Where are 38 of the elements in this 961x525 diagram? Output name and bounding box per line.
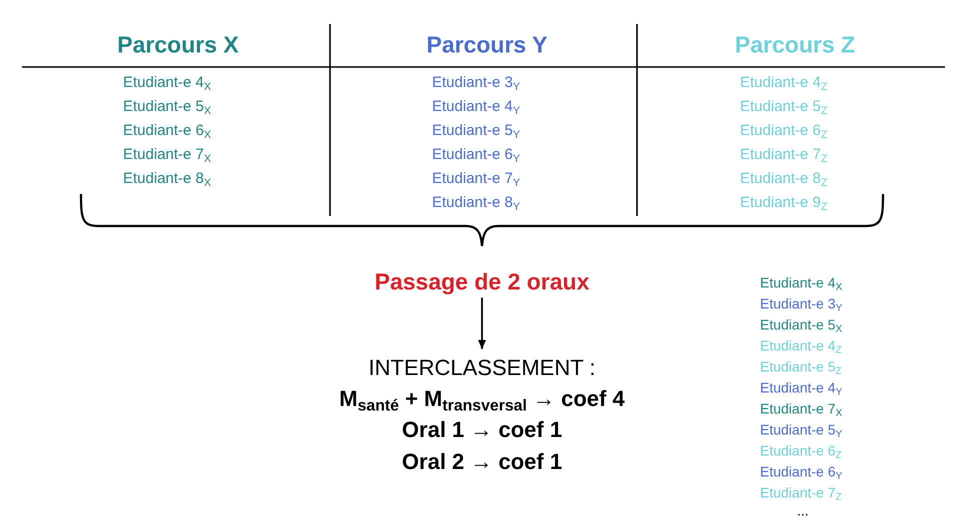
student-entry: Etudiant-e 6$_{Y}$ <box>432 146 520 164</box>
student-entry: Etudiant-e 8$_{X}$ <box>123 170 212 188</box>
student-entry: Etudiant-e 6$_{X}$ <box>123 122 212 140</box>
student-entry: Etudiant-e 6$_{Z}$ <box>740 122 828 140</box>
student-entry: Etudiant-e 5$_{X}$ <box>123 98 212 116</box>
ellipsis: ... <box>797 503 809 519</box>
student-entry: Etudiant-e 4$_{Z}$ <box>740 74 828 92</box>
ranked-student-entry: Etudiant-e 3$_{Y}$ <box>760 296 842 312</box>
student-entry: Etudiant-e 3$_{Y}$ <box>432 74 520 92</box>
ranked-student-entry: Etudiant-e 4$_{Z}$ <box>760 338 842 354</box>
formula-line: Oral 1 → coef 1 <box>402 416 562 444</box>
student-entry: Etudiant-e 8$_{Y}$ <box>432 194 520 212</box>
student-entry: Etudiant-e 5$_{Y}$ <box>432 122 520 140</box>
column-heading: Parcours Z <box>734 32 856 58</box>
student-entry: Etudiant-e 7$_{Z}$ <box>740 146 828 164</box>
student-entry: Etudiant-e 4$_{X}$ <box>123 74 212 92</box>
ranked-student-entry: Etudiant-e 6$_{Z}$ <box>760 443 842 459</box>
student-entry: Etudiant-e 5$_{Z}$ <box>740 98 828 116</box>
ranked-student-entry: Etudiant-e 7$_{X}$ <box>760 401 842 417</box>
ranked-student-entry: Etudiant-e 5$_{Z}$ <box>760 359 842 375</box>
ranked-student-entry: Etudiant-e 4$_{Y}$ <box>760 380 842 396</box>
ranked-student-entry: Etudiant-e 5$_{Y}$ <box>760 422 842 438</box>
student-entry: Etudiant-e 7$_{Y}$ <box>432 170 520 188</box>
ranking-heading: INTERCLASSEMENT : <box>368 354 596 382</box>
column-heading: Parcours Y <box>426 32 548 58</box>
formula-line: M$_{santé}$ + M$_{transversal}$ → coef 4 <box>339 385 625 414</box>
student-entry: Etudiant-e 8$_{Z}$ <box>740 170 828 188</box>
student-entry: Etudiant-e 7$_{X}$ <box>123 146 212 164</box>
student-entry: Etudiant-e 9$_{Z}$ <box>740 194 828 212</box>
stage-label: Passage de 2 oraux <box>374 269 590 295</box>
ranked-student-entry: Etudiant-e 6$_{Y}$ <box>760 464 842 480</box>
ranked-student-entry: Etudiant-e 7$_{Z}$ <box>760 485 842 501</box>
arrow <box>478 298 486 349</box>
formula-line: Oral 2 → coef 1 <box>402 448 562 476</box>
ranked-student-entry: Etudiant-e 5$_{X}$ <box>760 317 842 333</box>
student-entry: Etudiant-e 4$_{Y}$ <box>432 98 520 116</box>
ranked-student-entry: Etudiant-e 4$_{X}$ <box>760 275 842 291</box>
column-heading: Parcours X <box>117 32 239 58</box>
